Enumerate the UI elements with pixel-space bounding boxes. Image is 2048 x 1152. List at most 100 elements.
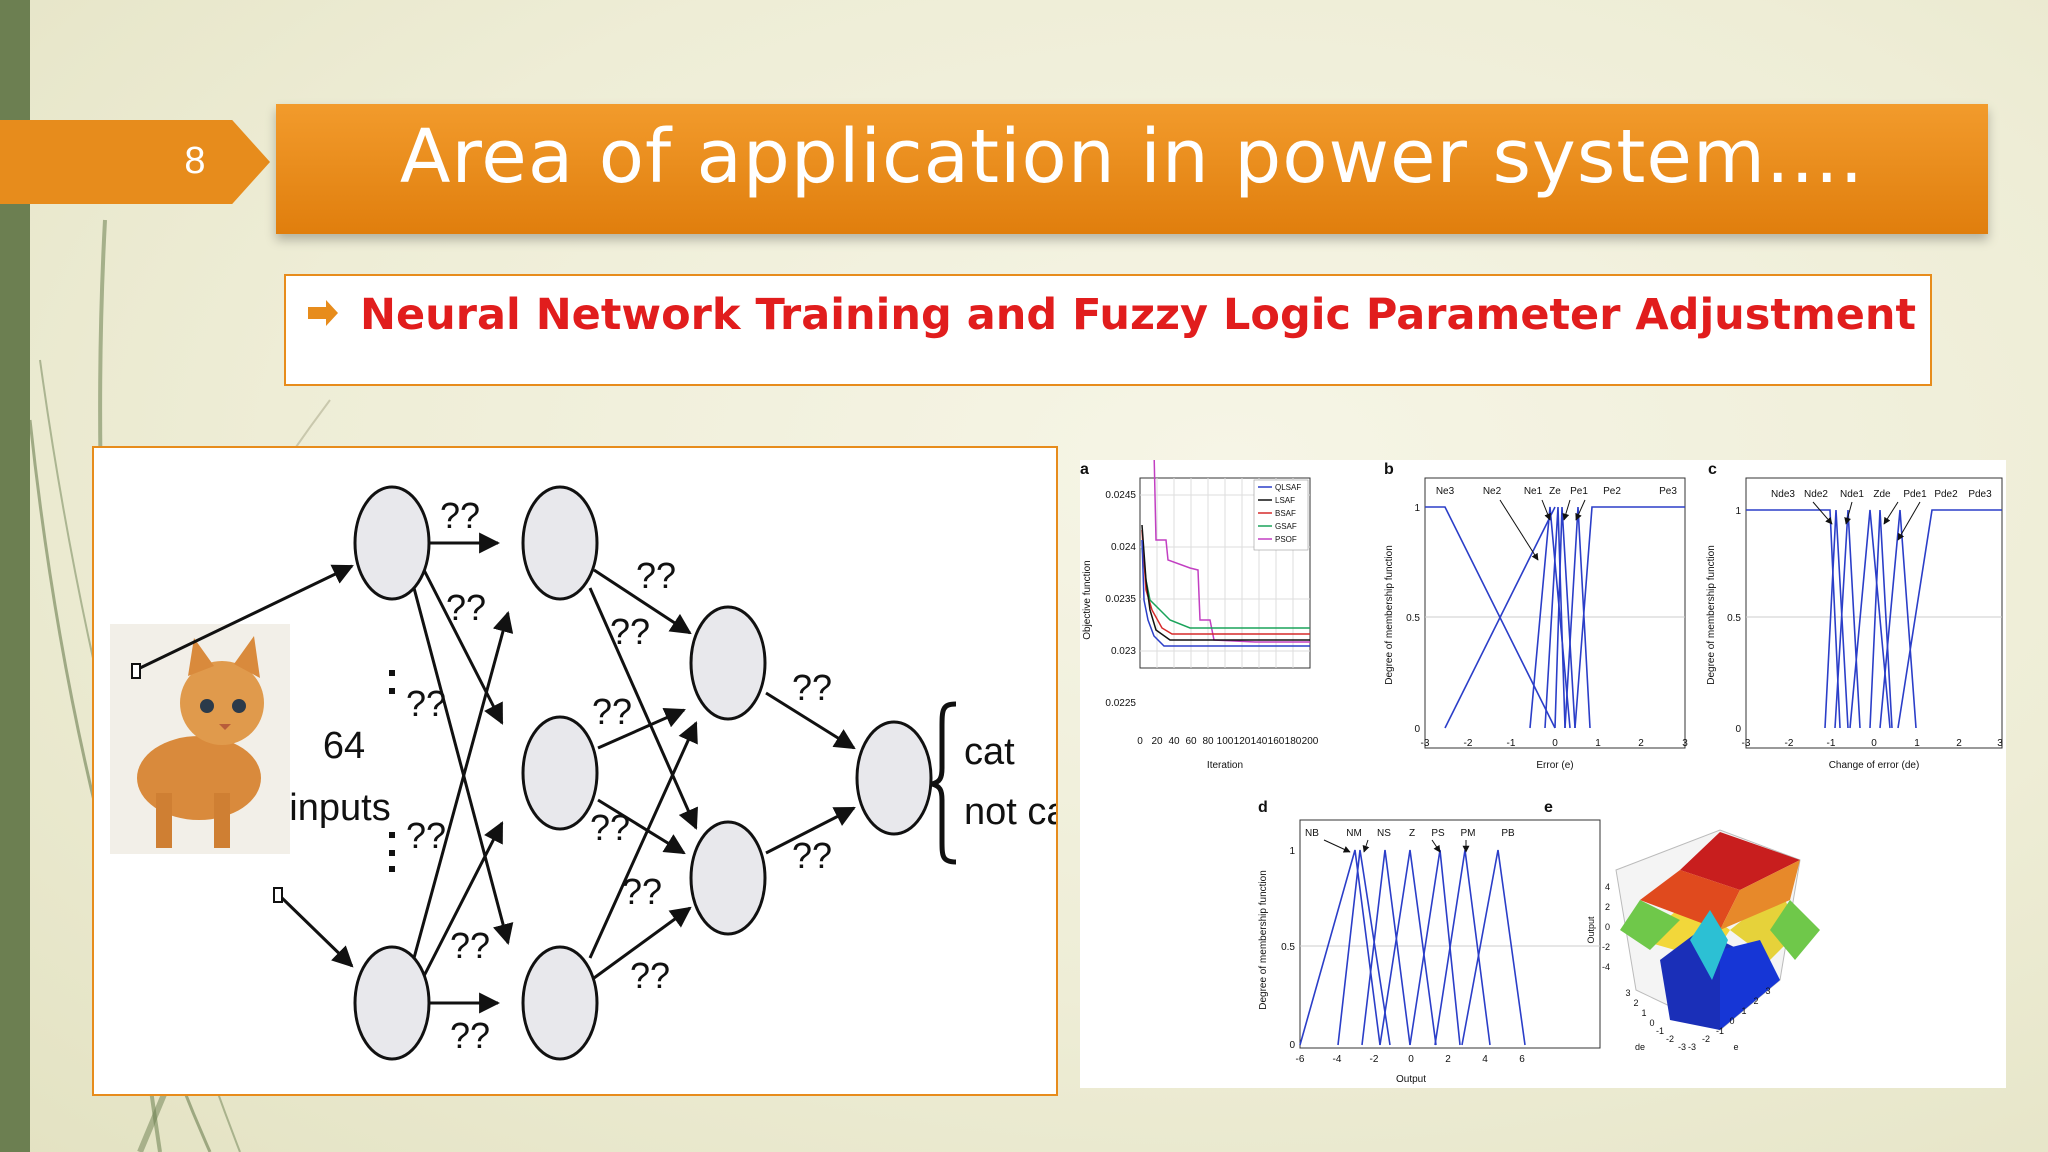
membership-label: Nde3 [1771, 489, 1795, 500]
z-tick: 0 [1605, 922, 1610, 932]
x-tick: 1 [1595, 738, 1601, 749]
z-tick: 2 [1605, 902, 1610, 912]
x-tick: 1 [1914, 738, 1920, 749]
membership-label: Ne1 [1524, 486, 1543, 497]
x-tick: -4 [1333, 1054, 1342, 1065]
x-tick: -6 [1296, 1054, 1305, 1065]
legend-entry: GSAF [1275, 522, 1297, 531]
membership-label: NM [1346, 828, 1362, 839]
x-tick: 80 [1202, 736, 1214, 747]
slide-title: Area of application in power system.... [399, 114, 1865, 200]
de-tick: 3 [1625, 988, 1630, 998]
weight-label: ?? [406, 815, 446, 856]
x-tick: 0 [1137, 736, 1143, 747]
x-tick: 2 [1638, 738, 1644, 749]
weight-label: ?? [622, 871, 662, 912]
legend-entry: LSAF [1275, 496, 1295, 505]
weight-label: ?? [450, 1015, 490, 1056]
x-tick: 0 [1552, 738, 1558, 749]
membership-label: Zde [1873, 489, 1891, 500]
x-tick: -2 [1464, 738, 1473, 749]
z-tick: -4 [1602, 962, 1610, 972]
de-tick: -3 [1678, 1042, 1686, 1052]
panel-e-surface-plot: e 4 2 0 -2 -4 3 2 1 0 -1 -2 -3 -3 -2 -1 [1544, 799, 1820, 1052]
weight-label: ?? [406, 683, 446, 724]
membership-label: Pe3 [1659, 486, 1677, 497]
title-banner: Area of application in power system.... [276, 104, 1988, 234]
cat-photo [110, 624, 290, 854]
membership-label: Ze [1549, 486, 1561, 497]
x-axis-label: Change of error (de) [1829, 760, 1920, 771]
x-axis-label: Iteration [1207, 760, 1243, 771]
membership-label: Pde2 [1934, 489, 1958, 500]
neural-network-diagram: 64 inputs ?? ?? ?? ?? ?? ?? ?? ?? ?? ?? … [110, 485, 1058, 1061]
panel-c-membership-change-of-error: c Nde3 Nde2 Nde1 Zde Pde1 Pde2 Pde3 -3 -… [1706, 461, 2003, 771]
slide-number-tab [0, 120, 270, 204]
panel-b-letter: b [1384, 461, 1394, 478]
membership-label: Z [1409, 828, 1415, 839]
membership-label: PM [1461, 828, 1476, 839]
de-tick: 1 [1641, 1008, 1646, 1018]
x-tick: -3 [1742, 738, 1751, 749]
legend-entry: QLSAF [1275, 483, 1301, 492]
membership-label: Ne2 [1483, 486, 1502, 497]
x-tick: 0 [1871, 738, 1877, 749]
y-axis-label: Objective function [1082, 560, 1093, 640]
x-tick: 4 [1482, 1054, 1488, 1065]
weight-label: ?? [610, 611, 650, 652]
e-tick: 1 [1741, 1006, 1746, 1016]
weight-label: ?? [446, 587, 486, 628]
weight-label: ?? [792, 667, 832, 708]
z-tick: -2 [1602, 942, 1610, 952]
e-tick: -3 [1688, 1042, 1696, 1052]
weight-label: ?? [450, 925, 490, 966]
z-tick: 4 [1605, 882, 1610, 892]
weight-label: ?? [440, 495, 480, 536]
membership-label: Pde3 [1968, 489, 1992, 500]
e-axis-label: e [1733, 1042, 1738, 1052]
legend-entry: PSOF [1275, 535, 1297, 544]
panel-a-convergence-chart: a QLSAF LSAF BSAF GSAF PSOF [1080, 460, 1319, 771]
y-axis-label: Degree of membership function [1384, 545, 1395, 685]
y-axis-label: Degree of membership function [1258, 870, 1269, 1010]
y-tick: 0.0245 [1105, 490, 1136, 501]
x-tick: 2 [1956, 738, 1962, 749]
membership-label: NS [1377, 828, 1391, 839]
panel-d-membership-output: d NB NM NS Z PS PM PB -6 -4 -2 0 [1258, 799, 1601, 1085]
x-tick: 140 [1251, 736, 1268, 747]
membership-label: Pde1 [1903, 489, 1927, 500]
e-tick: 0 [1729, 1016, 1734, 1026]
membership-label: PB [1501, 828, 1515, 839]
y-tick: 0 [1289, 1040, 1295, 1051]
output-cat-label: cat [964, 731, 1015, 773]
z-axis-label: Output [1586, 916, 1596, 944]
y-tick: 0.5 [1281, 942, 1295, 953]
y-tick: 0 [1414, 724, 1420, 735]
x-tick: 40 [1168, 736, 1180, 747]
panel-a-letter: a [1080, 461, 1089, 478]
x-tick: 160 [1268, 736, 1285, 747]
x-tick: -3 [1421, 738, 1430, 749]
weight-label: ?? [590, 807, 630, 848]
panel-b-membership-error: b Ne3 Ne2 Ne1 Ze Pe1 Pe2 Pe3 -3 -2 -1 [1384, 461, 1688, 771]
e-tick: -2 [1702, 1034, 1710, 1044]
x-tick: 60 [1185, 736, 1197, 747]
inputs-count-label: 64 [323, 725, 365, 767]
y-tick: 0.0225 [1105, 698, 1136, 709]
weight-label: ?? [630, 955, 670, 996]
y-tick: 0.5 [1727, 613, 1741, 624]
y-tick: 1 [1735, 506, 1741, 517]
de-tick: -1 [1656, 1026, 1664, 1036]
output-not-cat-label: not cat [964, 791, 1058, 833]
y-tick: 0.023 [1111, 646, 1136, 657]
x-tick: 6 [1519, 1054, 1525, 1065]
y-tick: 0 [1735, 724, 1741, 735]
legend-entry: BSAF [1275, 509, 1296, 518]
membership-label: Pe1 [1570, 486, 1588, 497]
de-tick: 0 [1649, 1018, 1654, 1028]
x-tick: 200 [1302, 736, 1319, 747]
e-tick: 3 [1765, 986, 1770, 996]
x-tick: 100 [1217, 736, 1234, 747]
panel-d-letter: d [1258, 799, 1268, 816]
x-axis-label: Error (e) [1536, 760, 1573, 771]
